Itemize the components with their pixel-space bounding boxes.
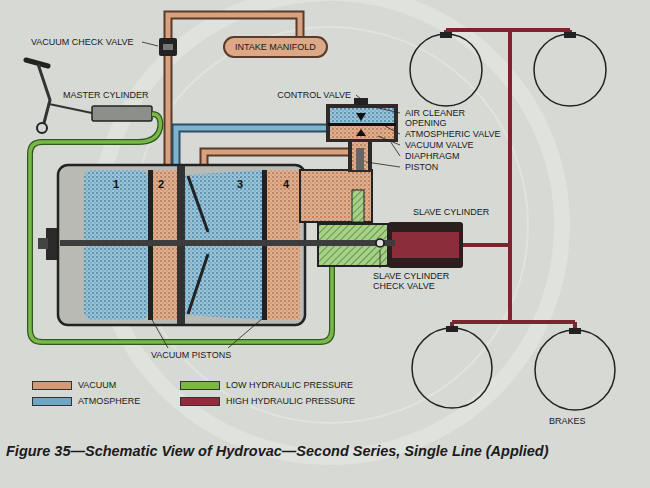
part-label: VACUUM PISTONS <box>150 350 232 360</box>
callout-number: 1 <box>112 178 120 190</box>
part-label: BRAKES <box>548 416 587 426</box>
part-label: SLAVE CYLINDER <box>412 207 490 217</box>
master-cylinder <box>92 106 152 121</box>
wheel-cylinder <box>446 326 458 332</box>
atmospheric-valve <box>356 113 366 121</box>
check-valve-ball <box>163 44 173 50</box>
wheel-cylinder <box>564 32 576 38</box>
push-rod <box>49 104 92 113</box>
valve-atmosphere-side <box>330 108 394 123</box>
legend-text: ATMOSPHERE <box>78 396 140 406</box>
brake-drum <box>412 328 492 408</box>
part-label: ATMOSPHERIC VALVE <box>404 129 502 139</box>
valve-vacuum-passage <box>300 170 372 222</box>
callout-number: 4 <box>282 178 290 190</box>
slave-check-valve <box>376 239 384 247</box>
valve-piston <box>356 148 364 170</box>
node-text: INTAKE MANIFOLD <box>235 42 316 52</box>
legend-text: HIGH HYDRAULIC PRESSURE <box>226 396 355 406</box>
brake-pedal-arm <box>38 64 50 123</box>
part-label: VACUUM CHECK VALVE <box>30 37 135 47</box>
part-label: DIAPHRAGM <box>404 151 461 161</box>
wheel-cylinder <box>569 328 581 334</box>
figure-caption: Figure 35—Schematic View of Hydrovac—Sec… <box>6 442 549 460</box>
valve-vacuum-side <box>330 126 394 139</box>
legend-swatch <box>180 381 220 390</box>
callout-number: 2 <box>157 178 165 190</box>
pedal-pivot <box>37 123 47 133</box>
part-label: MASTER CYLINDER <box>62 90 150 100</box>
part-label: VACUUM VALVE <box>404 140 475 150</box>
manifold-box: INTAKE MANIFOLD <box>223 36 328 58</box>
legend-swatch <box>32 381 72 390</box>
valve-stem-chamber <box>352 142 368 170</box>
brake-drum <box>535 330 615 410</box>
end-bolt <box>38 238 48 249</box>
vacuum-check-valve <box>159 38 177 56</box>
part-label: SLAVE CYLINDER CHECK VALVE <box>372 271 460 291</box>
leader-line <box>142 42 400 348</box>
slave-high-pressure-chamber <box>392 232 459 258</box>
valve-hydraulic-piston <box>352 190 364 222</box>
legend-text: LOW HYDRAULIC PRESSURE <box>226 380 353 390</box>
control-valve-body <box>326 104 398 172</box>
part-label: PISTON <box>404 162 439 172</box>
brake-drum <box>410 34 482 106</box>
high-pressure-line <box>446 30 575 330</box>
callout-number: 3 <box>236 178 244 190</box>
part-label: CONTROL VALVE <box>276 90 352 100</box>
watermark-seal-ring <box>98 0 562 457</box>
atmosphere-pipe <box>176 128 328 166</box>
part-label: AIR CLEANER OPENING <box>404 108 476 128</box>
diaphragm <box>328 123 396 126</box>
piston-rod <box>60 240 395 246</box>
atmosphere-pipe-edge <box>176 128 328 166</box>
brake-drum <box>534 34 606 106</box>
vacuum-valve <box>356 129 366 136</box>
legend-text: VACUUM <box>78 380 116 390</box>
legend-swatch <box>32 397 72 406</box>
wheel-cylinder <box>440 32 452 38</box>
legend-swatch <box>180 397 220 406</box>
watermark-seal-inner <box>132 27 528 423</box>
slave-cylinder-body <box>388 222 463 268</box>
